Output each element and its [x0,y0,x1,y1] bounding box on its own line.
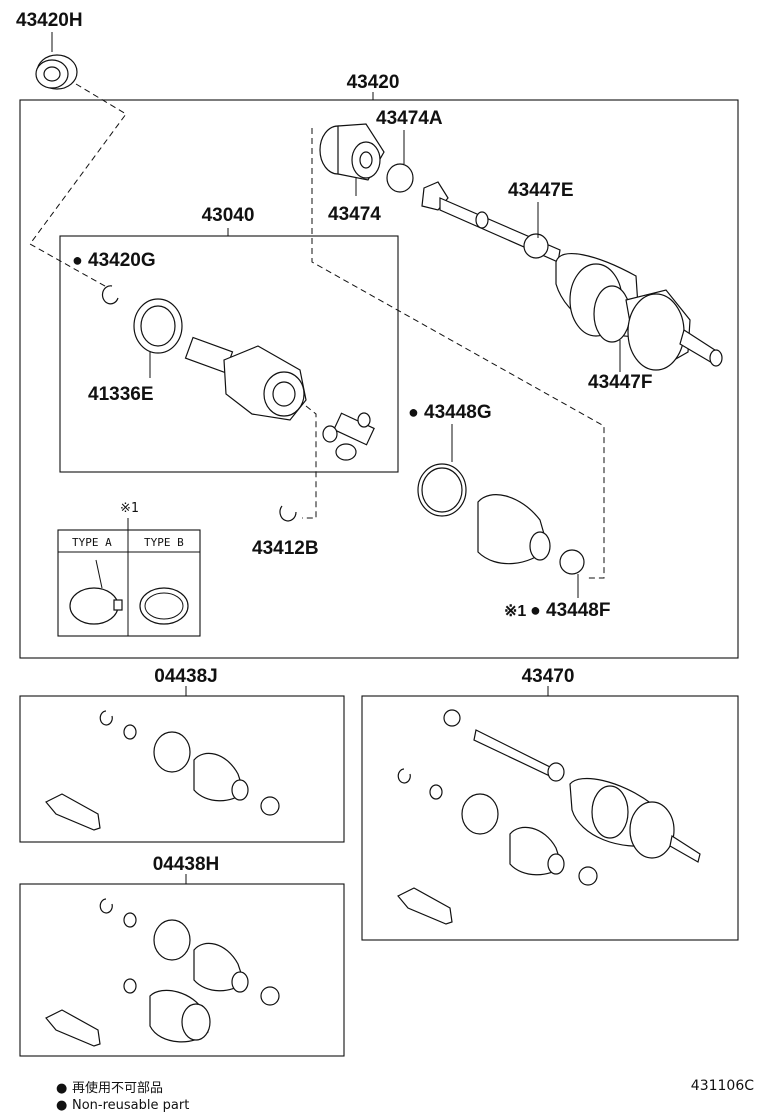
type-b-clamp-icon [139,587,189,625]
label-04438J[interactable]: 04438J [154,666,217,687]
label-43448F[interactable]: 43448F [546,600,610,621]
kit-h-frame [19,883,345,1057]
shaft-assy-2-parts [397,709,701,925]
note-ref-43448F: ※1 [504,603,526,620]
inboard-joint-frame [59,235,399,473]
legend-marker-2: ● [56,1098,67,1112]
legend: ● 再使用不可部品 ● Non-reusable part [56,1080,189,1112]
label-43448G[interactable]: 43448G [424,402,492,423]
type-a-clamp-icon [69,587,119,625]
outer-cv-joint-part[interactable] [555,253,723,371]
label-41336E[interactable]: 41336E [88,384,154,405]
type-table: ※1 TYPE A TYPE B [57,501,201,637]
label-43447F[interactable]: 43447F [588,372,652,393]
tripod-part[interactable] [322,412,375,461]
snap-ring-g-part[interactable] [101,285,119,305]
kit-j-frame [19,695,345,843]
legend-marker-1: ● [56,1081,67,1096]
legend-japanese: 再使用不可部品 [72,1080,163,1096]
type-table-note: ※1 [120,501,139,516]
drive-shaft-part[interactable] [421,181,561,263]
label-43447E[interactable]: 43447E [508,180,574,201]
kit-j-parts [45,710,280,831]
oil-seal-part[interactable] [35,54,78,90]
legend-english: Non-reusable part [72,1098,189,1112]
label-43420G[interactable]: 43420G [88,250,156,271]
inner-boot-part[interactable] [477,494,551,565]
inner-clamp-part[interactable] [417,463,467,517]
label-43412B[interactable]: 43412B [252,538,319,559]
assembly-frame [19,99,739,659]
shaft-assy-2-frame [361,695,739,941]
type-b-header: TYPE B [144,536,184,549]
marker-43448F: ● [530,600,541,620]
label-04438H[interactable]: 04438H [153,854,220,875]
marker-43448G: ● [408,402,419,422]
label-43470[interactable]: 43470 [522,666,575,687]
kit-h-parts [45,898,280,1047]
label-43474[interactable]: 43474 [328,204,381,225]
inner-clamp-f-part[interactable] [559,549,585,575]
damper-clamp-part[interactable] [386,163,414,193]
tulip-housing-part[interactable] [184,336,307,421]
label-43420[interactable]: 43420 [347,72,400,93]
snap-ring-b-part[interactable] [279,505,297,522]
diagram-id: 431106C [691,1078,754,1094]
type-a-header: TYPE A [72,536,112,549]
label-43474A[interactable]: 43474A [376,108,443,129]
label-43420H[interactable]: 43420H [16,10,83,31]
label-43040[interactable]: 43040 [202,205,255,226]
marker-43420G: ● [72,250,83,270]
ring-41336E-part[interactable] [133,298,183,354]
damper-part[interactable] [319,123,385,181]
